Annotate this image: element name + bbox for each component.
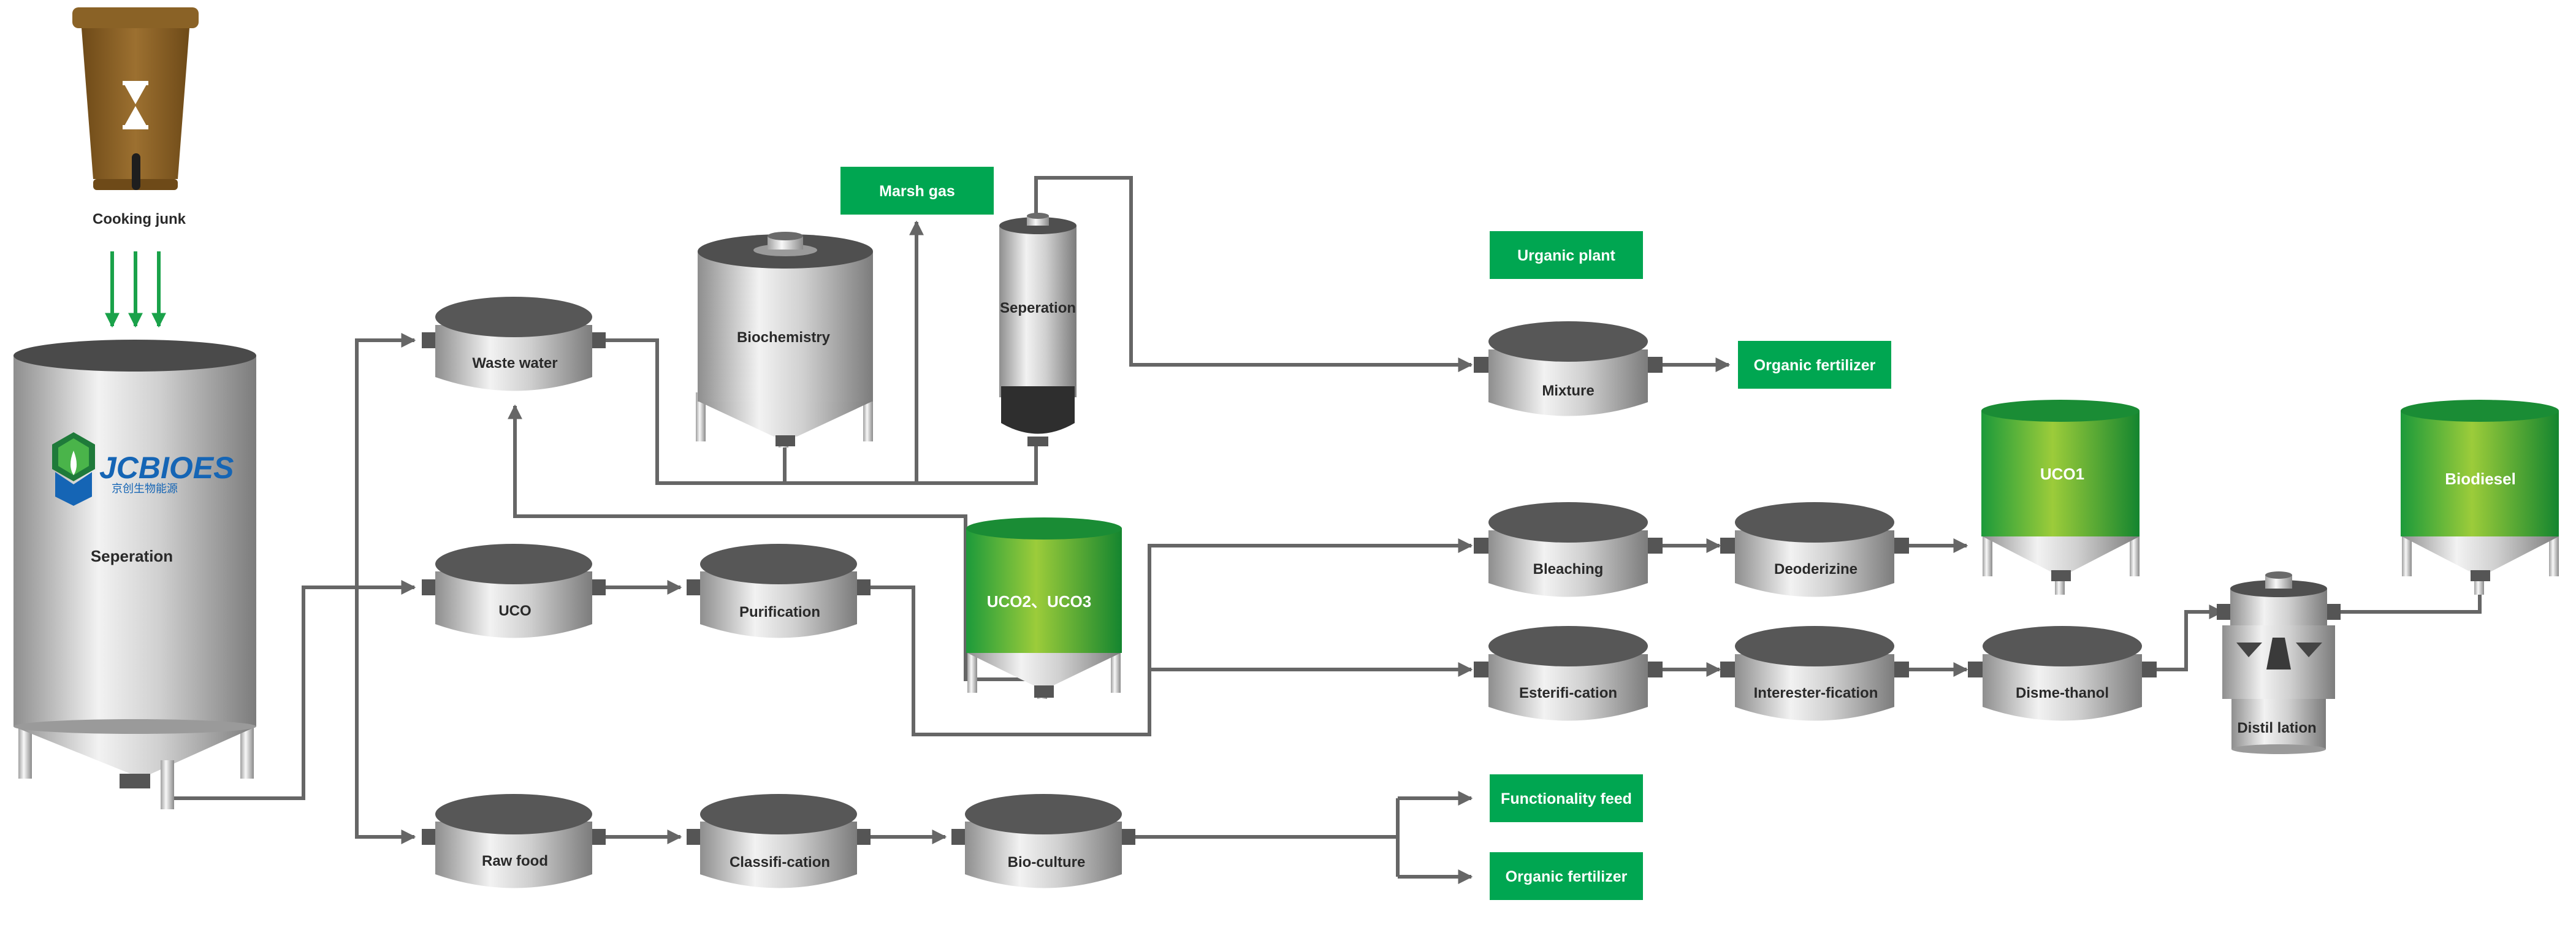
uco1-tank bbox=[1981, 400, 2140, 595]
seperation-small-label: Seperation bbox=[1000, 300, 1076, 316]
interesterification-drum bbox=[1720, 626, 1909, 721]
biodiesel-tank bbox=[2401, 400, 2559, 595]
bleaching-drum bbox=[1474, 502, 1663, 597]
functionality-feed-label: Functionality feed bbox=[1501, 790, 1632, 807]
dismethanol-drum bbox=[1968, 626, 2157, 721]
esterification-drum bbox=[1474, 626, 1663, 721]
bio-culture-drum bbox=[951, 794, 1135, 888]
seperation-main-label: Seperation bbox=[91, 547, 173, 565]
uco-drum bbox=[422, 544, 606, 638]
biochemistry-label: Biochemistry bbox=[737, 329, 831, 346]
logo-chinese-text: 京创生物能源 bbox=[112, 483, 178, 495]
jcbioes-logo-icon: JCBIOES 京创生物能源 bbox=[52, 432, 234, 506]
logo-brand-text: JCBIOES bbox=[99, 451, 234, 485]
classification-drum bbox=[687, 794, 871, 888]
dismethanol-label: Disme-thanol bbox=[2016, 685, 2109, 701]
deoderizine-label: Deoderizine bbox=[1774, 561, 1858, 578]
distillation-unit bbox=[2217, 571, 2341, 754]
purification-label: Purification bbox=[739, 604, 820, 620]
bio-culture-label: Bio-culture bbox=[1008, 854, 1086, 871]
interesterification-label: Interester-fication bbox=[1754, 685, 1878, 701]
raw-food-drum bbox=[422, 794, 606, 888]
uco1-label: UCO1 bbox=[2040, 465, 2084, 483]
organic-fertilizer-box-1: Organic fertilizer bbox=[1738, 341, 1891, 389]
mixture-label: Mixture bbox=[1542, 383, 1594, 399]
main-separation-tank bbox=[13, 340, 256, 809]
distillation-label: Distil lation bbox=[2237, 720, 2316, 736]
organic-fertilizer-box-2: Organic fertilizer bbox=[1490, 852, 1643, 900]
pipes bbox=[164, 176, 2482, 884]
urganic-plant-box: Urganic plant bbox=[1490, 231, 1643, 279]
functionality-feed-box: Functionality feed bbox=[1490, 774, 1643, 822]
cooking-junk-label: Cooking junk bbox=[93, 211, 186, 227]
biochemistry-tank bbox=[696, 232, 873, 448]
uco2-uco3-tank bbox=[966, 517, 1122, 699]
marsh-gas-box: Marsh gas bbox=[840, 167, 994, 215]
organic-fertilizer-label-1: Organic fertilizer bbox=[1754, 357, 1876, 374]
mixture-drum bbox=[1474, 321, 1663, 416]
raw-food-label: Raw food bbox=[482, 853, 548, 869]
urganic-plant-label: Urganic plant bbox=[1517, 247, 1615, 264]
uco-label: UCO bbox=[498, 603, 531, 619]
deoderizine-drum bbox=[1720, 502, 1909, 597]
separation-column bbox=[999, 213, 1077, 446]
esterification-label: Esterifi-cation bbox=[1519, 685, 1617, 701]
organic-fertilizer-label-2: Organic fertilizer bbox=[1506, 868, 1628, 885]
uco2-uco3-label: UCO2、UCO3 bbox=[987, 592, 1091, 611]
purification-drum bbox=[687, 544, 871, 638]
marsh-gas-label: Marsh gas bbox=[879, 183, 955, 200]
waste-water-label: Waste water bbox=[472, 355, 557, 372]
waste-water-drum bbox=[422, 297, 606, 391]
biodiesel-label: Biodiesel bbox=[2445, 470, 2516, 488]
compost-bin-icon bbox=[72, 7, 199, 190]
bleaching-label: Bleaching bbox=[1533, 561, 1604, 578]
input-arrows bbox=[105, 251, 166, 328]
classification-label: Classifi-cation bbox=[730, 854, 830, 871]
